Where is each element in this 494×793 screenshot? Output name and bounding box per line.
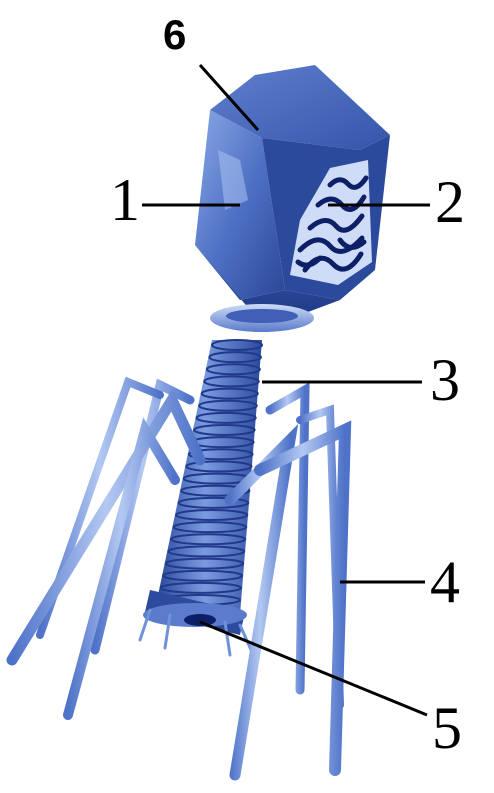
leader-line-5 — [200, 622, 427, 715]
collar — [210, 304, 314, 332]
label-6: 6 — [163, 14, 186, 56]
label-4: 4 — [430, 552, 460, 612]
label-3: 3 — [430, 350, 460, 410]
label-5: 5 — [432, 698, 462, 758]
label-1: 1 — [110, 170, 140, 230]
label-2: 2 — [435, 172, 465, 232]
